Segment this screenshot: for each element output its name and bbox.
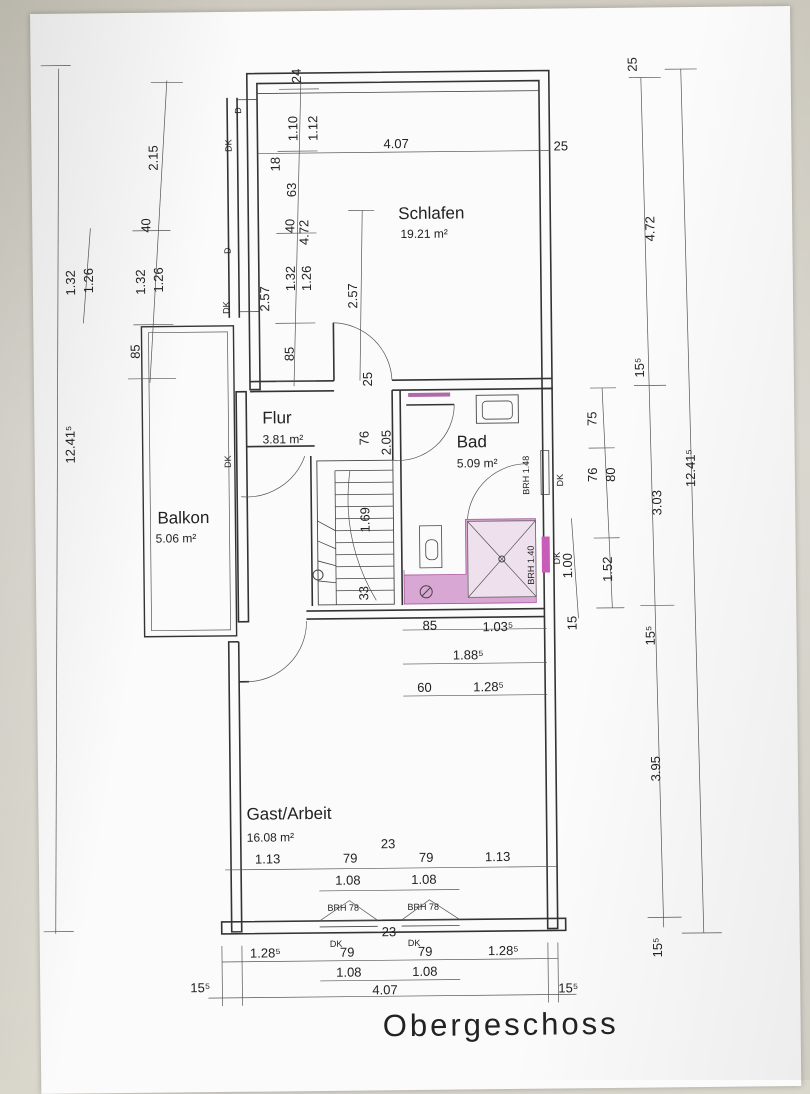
dim-mid-257b: 2.57 (345, 283, 360, 308)
dim-bottom-23: 23 (382, 924, 397, 939)
dim-flur-205: 2.05 (379, 430, 394, 455)
dim-flur-33: 33 (356, 586, 371, 601)
dim-gast-79b: 79 (419, 850, 434, 865)
dim-mid-472: 4.72 (296, 220, 311, 245)
outer-walls (220, 69, 567, 935)
dim-gast-108a: 1.08 (335, 873, 360, 888)
dim-bottom-108a: 1.08 (336, 965, 361, 980)
label-dk-bottom-right: DK (408, 938, 421, 948)
dim-mid-24: 24 (289, 69, 304, 84)
room-area-balkon: 5.06 m² (156, 531, 197, 545)
dim-right-155c: 15⁵ (650, 937, 665, 957)
label-d-top: D (233, 107, 243, 114)
room-name-bad: Bad (457, 432, 487, 451)
dim-flur-76: 76 (357, 431, 372, 446)
label-dk-bad: DK (555, 474, 565, 487)
label-dk-flur: DK (223, 455, 233, 468)
balkon-outline (140, 325, 238, 638)
label-dk-top: DK (223, 139, 233, 152)
interior-walls (226, 97, 552, 683)
dim-left-215: 2.15 (146, 145, 161, 170)
dim-bottom-1285b: 1.28⁵ (488, 943, 519, 958)
dim-flur-169: 1.69 (357, 507, 372, 532)
dim-right-total: 12.41⁵ (683, 449, 698, 487)
dim-left-40: 40 (138, 218, 153, 233)
dim-mid-112: 1.12 (305, 116, 320, 141)
plan-title: Obergeschoss (383, 1006, 619, 1043)
dim-mid-85: 85 (282, 347, 297, 362)
dim-left-132: 1.32 (63, 270, 78, 295)
dim-mid-126: 1.26 (299, 266, 314, 291)
dim-mid-1285: 1.28⁵ (473, 679, 504, 694)
dim-bottom-108b: 1.08 (412, 964, 437, 979)
dim-left-inner-132: 1.32 (133, 269, 148, 294)
dim-mid-18: 18 (268, 157, 283, 172)
dim-right-303: 3.03 (649, 490, 664, 515)
staircase (312, 459, 395, 606)
bottom-windows (319, 899, 460, 928)
label-dk-closet: DK (221, 301, 231, 314)
room-area-flur: 3.81 m² (263, 432, 304, 446)
dim-gast-23: 23 (381, 836, 396, 851)
room-name-flur: Flur (262, 408, 292, 427)
label-dk-bad-lower: DK (552, 552, 562, 565)
dim-bottom-155b: 15⁵ (558, 980, 578, 995)
label-brh78-left: BRH 78 (327, 903, 359, 913)
room-area-gast-arbeit: 16.08 m² (247, 830, 295, 844)
dim-right-152: 1.52 (600, 557, 615, 582)
dim-right-76: 76 (585, 468, 600, 483)
dim-mid-1885: 1.88⁵ (453, 647, 484, 662)
dim-right-80: 80 (603, 467, 618, 482)
dim-gast-108b: 1.08 (411, 872, 436, 887)
label-d-mid: D (223, 247, 233, 254)
dim-right-395: 3.95 (648, 756, 663, 781)
dim-top-25: 25 (553, 138, 568, 153)
dim-right-472: 4.72 (642, 216, 657, 241)
dim-bottom-155a: 15⁵ (190, 980, 210, 995)
dim-left-85: 85 (128, 344, 143, 359)
dim-gast-113a: 1.13 (255, 851, 280, 866)
dim-mid-60: 60 (417, 680, 432, 695)
dim-bottom-407: 4.07 (372, 982, 397, 997)
dimension-lines (40, 65, 722, 1006)
dim-right-15: 15 (564, 616, 579, 631)
dim-mid-1035: 1.03⁵ (482, 619, 513, 634)
room-name-gast-arbeit: Gast/Arbeit (246, 804, 332, 824)
dim-top-407: 4.07 (383, 136, 408, 151)
dim-bottom-79b: 79 (418, 944, 433, 959)
dim-mid-63: 63 (284, 183, 299, 198)
dim-mid-110: 1.10 (285, 116, 300, 141)
room-area-bad: 5.09 m² (457, 456, 498, 470)
dim-left-total: 12.41⁵ (62, 426, 77, 464)
room-name-schlafen: Schlafen (398, 203, 464, 223)
dim-flur-25: 25 (360, 372, 375, 387)
dim-gast-79a: 79 (343, 851, 358, 866)
dim-right-155a: 15⁵ (632, 358, 647, 378)
dim-mid-40: 40 (282, 219, 297, 234)
dim-right-155b: 15⁵ (643, 626, 658, 646)
dim-left-126: 1.26 (81, 268, 96, 293)
label-brh140: BRH 1.40 (526, 546, 536, 585)
bad-fixtures (403, 392, 551, 605)
dim-mid-132: 1.32 (283, 266, 298, 291)
room-name-balkon: Balkon (157, 508, 209, 528)
dim-bottom-79a: 79 (340, 945, 355, 960)
label-brh148: BRH 1.48 (521, 456, 531, 495)
dim-mid-257a: 2.57 (257, 286, 272, 311)
dim-gast-113b: 1.13 (485, 849, 510, 864)
label-dk-bottom-left: DK (330, 939, 343, 949)
dim-bottom-1285a: 1.28⁵ (250, 945, 281, 960)
dim-right-100: 1.00 (560, 553, 575, 578)
dim-left-inner-126: 1.26 (151, 267, 166, 292)
room-area-schlafen: 19.21 m² (400, 227, 448, 241)
dim-right-75: 75 (584, 412, 599, 427)
label-brh78-right: BRH 78 (407, 902, 439, 912)
dim-mid-85b: 85 (422, 618, 437, 633)
dim-right-25: 25 (625, 57, 640, 72)
